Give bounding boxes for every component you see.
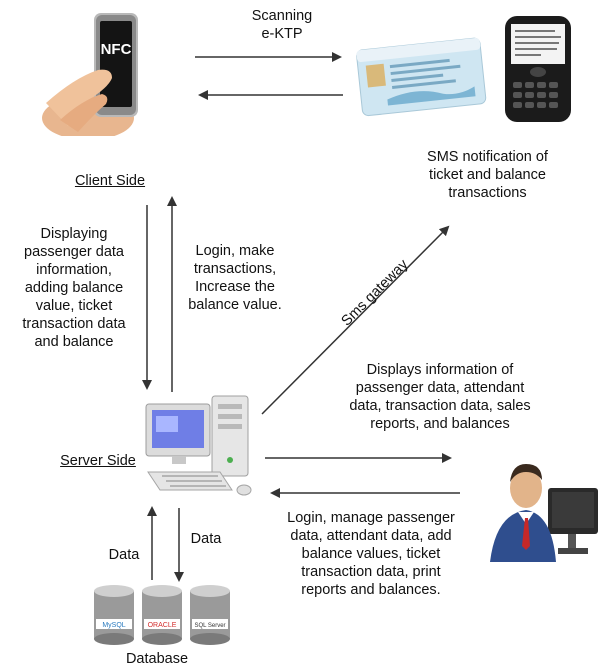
server-up-line3: Increase the: [195, 279, 275, 295]
admin-to-server-label: Login, manage passenger data, attendant …: [266, 509, 476, 599]
client-down-line4: adding balance: [24, 280, 124, 296]
nfc-badge: NFC: [101, 41, 132, 58]
admin-to-server-line4: transaction data, print: [301, 564, 441, 580]
sms-line1: SMS notification of: [427, 149, 548, 165]
database-title: Database: [125, 651, 189, 667]
client-down-line5: value, ticket: [35, 298, 113, 314]
scan-label-line2: e-KTP: [261, 26, 303, 42]
server-to-admin-label: Displays information of passenger data, …: [330, 361, 550, 433]
admin-to-server-line1: Login, manage passenger: [287, 510, 455, 526]
scan-label-line1: Scanning: [251, 8, 313, 24]
client-down-line1: Displaying: [40, 226, 108, 242]
admin-to-server-line5: reports and balances.: [301, 582, 441, 598]
server-to-admin-line4: reports, and balances: [370, 416, 510, 432]
mobile-phone-icon: [505, 16, 571, 122]
server-to-admin-line2: passenger data, attendant: [355, 380, 525, 396]
sqlserver-label: SQL Server: [194, 623, 225, 629]
server-computer-icon: [145, 395, 252, 496]
server-up-line2: transactions,: [193, 261, 277, 277]
admin-to-server-line2: data, attendant data, add: [290, 528, 452, 544]
client-side-title: Client Side: [74, 173, 146, 189]
client-down-line6: transaction data: [22, 316, 126, 332]
database-icon: MySQL ORACLE SQL Server: [94, 585, 230, 645]
nfc-phone-icon: NFC: [42, 13, 138, 136]
sms-line3: transactions: [448, 185, 527, 201]
server-to-admin-line1: Displays information of: [366, 362, 514, 378]
scan-label: Scanning e-KTP: [242, 7, 322, 43]
client-down-label: Displaying passenger data information, a…: [8, 225, 140, 351]
client-down-line7: and balance: [34, 334, 114, 350]
sms-notification-label: SMS notification of ticket and balance t…: [400, 148, 575, 202]
admin-to-server-line3: balance values, ticket: [301, 546, 441, 562]
server-up-line1: Login, make: [195, 243, 275, 259]
server-up-line4: balance value.: [188, 297, 282, 313]
server-up-label: Login, make transactions, Increase the b…: [172, 242, 298, 314]
sms-gateway-arrow: [261, 225, 450, 415]
db-down-label: Data: [190, 531, 222, 547]
db-up-label: Data: [108, 547, 140, 563]
admin-person-icon: [490, 464, 598, 562]
server-to-admin-line3: data, transaction data, sales: [349, 398, 531, 414]
client-down-line2: passenger data: [24, 244, 124, 260]
oracle-label: ORACLE: [148, 622, 177, 629]
sms-line2: ticket and balance: [429, 167, 546, 183]
mysql-label: MySQL: [102, 622, 125, 629]
server-side-title: Server Side: [60, 453, 136, 469]
ektp-card-icon: [356, 37, 487, 117]
client-down-line3: information,: [36, 262, 112, 278]
